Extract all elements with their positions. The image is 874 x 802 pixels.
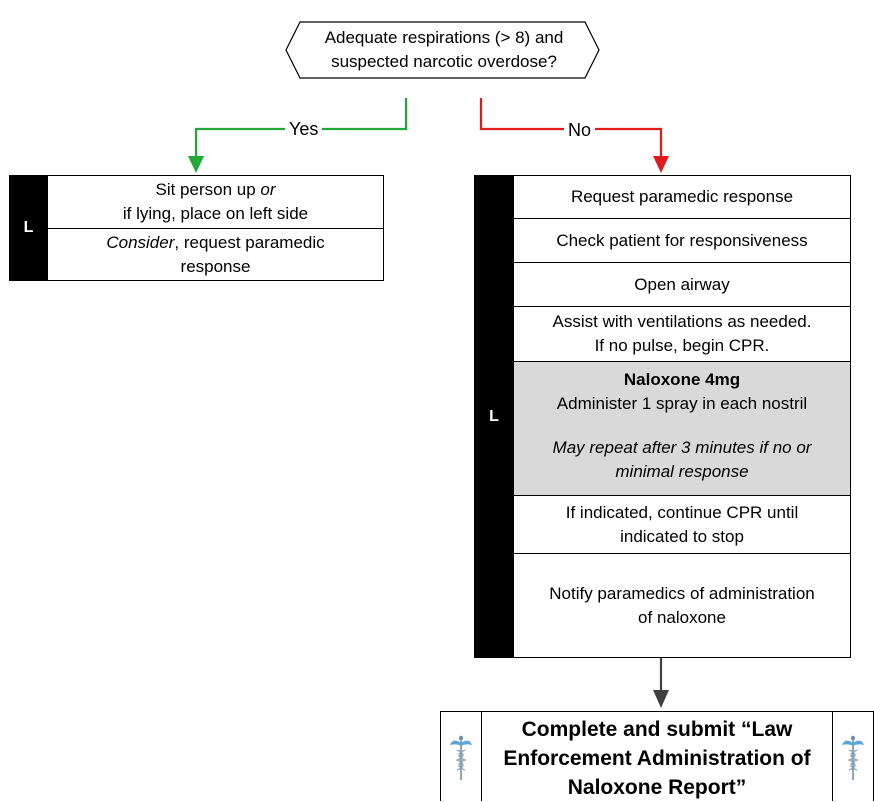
step-open-airway: Open airway — [514, 263, 850, 307]
naloxone-repeat-line-2: minimal response — [615, 462, 749, 481]
ventilation-line-1: Assist with ventilations as needed. — [552, 312, 812, 331]
step-naloxone: Naloxone 4mg Administer 1 spray in each … — [514, 362, 850, 496]
yes-arrowhead — [188, 156, 204, 173]
notify-line-2: of naloxone — [638, 607, 726, 627]
naloxone-dose: Administer 1 spray in each nostril — [556, 394, 808, 413]
consider-word: Consider — [106, 232, 175, 252]
yes-label: Yes — [285, 118, 323, 140]
consider-rest: , request paramedic — [174, 232, 325, 252]
down-arrowhead — [653, 690, 669, 708]
step-request-paramedic-text: Request paramedic response — [570, 187, 794, 206]
level-badge: L — [10, 176, 48, 280]
no-label: No — [564, 119, 596, 141]
naloxone-repeat-line-1: May repeat after 3 minutes if no or — [552, 438, 812, 457]
step-notify-paramedics: Notify paramedics of administration of n… — [514, 554, 850, 657]
ventilation-line-2: If no pulse, begin CPR. — [594, 336, 770, 355]
step-continue-cpr: If indicated, continue CPR until indicat… — [514, 496, 850, 554]
report-line-2: Enforcement Administration of — [503, 747, 811, 770]
notify-line-1: Notify paramedics of administration — [549, 583, 815, 603]
step-consider-paramedic: Consider, request paramedic response — [48, 229, 383, 280]
level-badge: L — [475, 176, 514, 657]
no-steps-box: L Request paramedic response Check patie… — [474, 175, 851, 658]
step-open-airway-text: Open airway — [634, 274, 730, 294]
naloxone-title: Naloxone 4mg — [623, 370, 741, 389]
cpr-line-1: If indicated, continue CPR until — [565, 502, 799, 522]
report-line-1: Complete and submit “Law — [521, 718, 793, 741]
consider-line-2: response — [180, 256, 251, 276]
step-sit-up-line-2: if lying, place on left side — [122, 204, 309, 223]
no-arrowhead — [653, 156, 669, 173]
step-request-paramedic: Request paramedic response — [514, 176, 850, 219]
caduceus-icon — [441, 712, 482, 801]
decision-question: Adequate respirations (> 8) and suspecte… — [290, 22, 598, 78]
decision-line-1: Adequate respirations (> 8) and — [324, 28, 564, 47]
yes-steps-box: L Sit person up or if lying, place on le… — [9, 175, 384, 281]
cpr-line-2: indicated to stop — [620, 526, 744, 546]
step-sit-up-or: or — [260, 180, 276, 199]
report-line-3: Naloxone Report” — [567, 776, 747, 799]
step-check-responsiveness: Check patient for responsiveness — [514, 219, 850, 263]
step-check-responsiveness-text: Check patient for responsiveness — [556, 230, 808, 250]
caduceus-icon — [832, 712, 873, 801]
decision-hexagon — [285, 21, 600, 79]
step-assist-ventilations: Assist with ventilations as needed. If n… — [514, 307, 850, 362]
decision-line-2: suspected narcotic overdose? — [331, 52, 557, 71]
report-instruction: Complete and submit “Law Enforcement Adm… — [482, 712, 832, 801]
step-sit-up-text: Sit person up — [155, 180, 261, 199]
step-sit-up: Sit person up or if lying, place on left… — [48, 176, 383, 229]
report-box: Complete and submit “Law Enforcement Adm… — [440, 711, 874, 801]
